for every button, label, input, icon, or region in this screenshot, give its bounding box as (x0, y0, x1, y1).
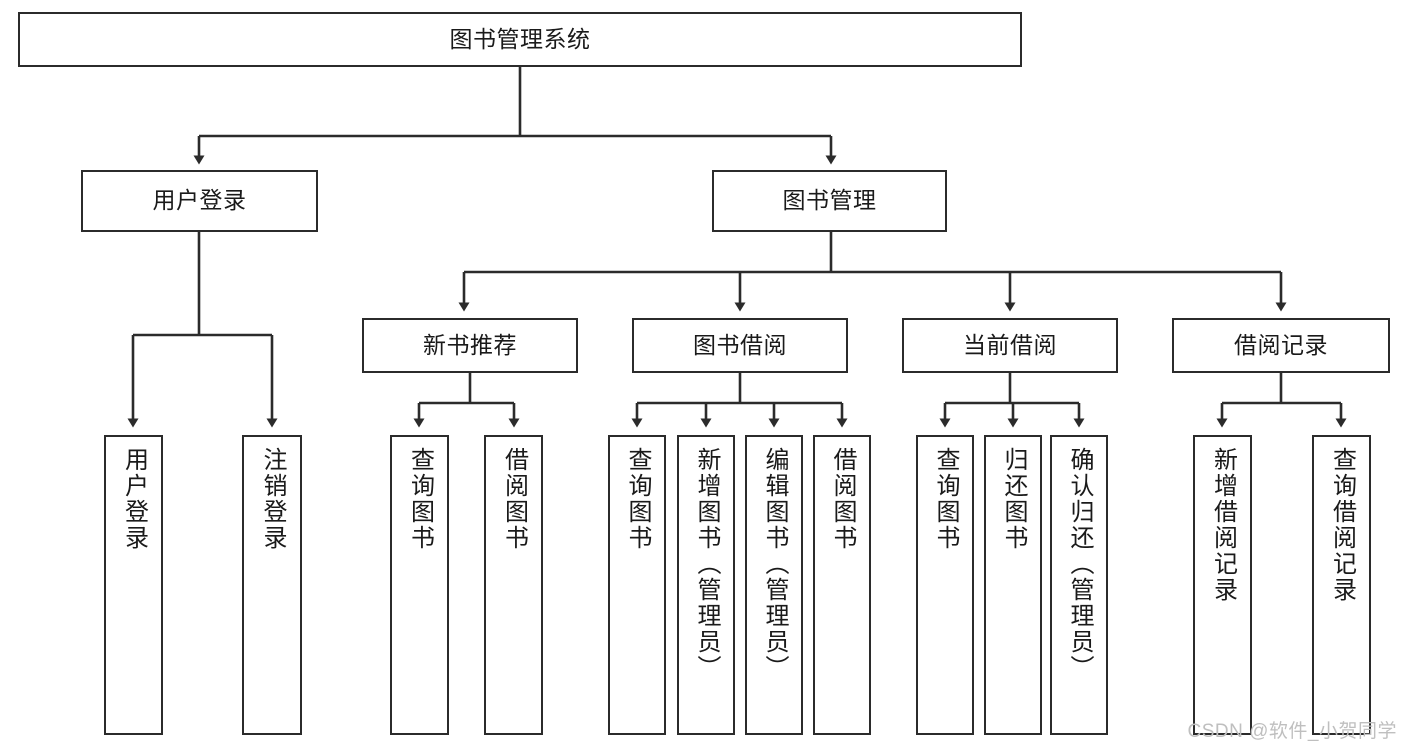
node-label: 图书管理 (782, 187, 877, 214)
leaf-new-book-borrow-book[interactable]: 借阅图书 (484, 435, 543, 735)
leaf-book-borrow-query-book[interactable]: 查询图书 (608, 435, 666, 735)
node-label: 用户登录 (152, 187, 247, 214)
leaf-book-borrow-add-book-admin[interactable]: 新增图书（管理员） (677, 435, 735, 735)
node-label: 编辑图书（管理员） (761, 447, 788, 681)
leaf-user-login-logout[interactable]: 注销登录 (242, 435, 302, 735)
node-label: 查询图书 (406, 447, 434, 551)
node-root-book-management-system[interactable]: 图书管理系统 (18, 12, 1022, 67)
leaf-borrow-record-query-record[interactable]: 查询借阅记录 (1312, 435, 1371, 735)
node-label: 借阅记录 (1234, 331, 1328, 358)
node-label: 新增借阅记录 (1209, 447, 1237, 603)
node-label: 图书管理系统 (449, 25, 591, 52)
node-current-borrow[interactable]: 当前借阅 (902, 318, 1118, 373)
watermark-text: CSDN @软件_小贺同学 (1187, 721, 1397, 742)
node-label: 当前借阅 (963, 331, 1057, 358)
leaf-borrow-record-add-record[interactable]: 新增借阅记录 (1193, 435, 1252, 735)
node-borrow-record[interactable]: 借阅记录 (1172, 318, 1390, 373)
node-label: 借阅图书 (500, 447, 528, 551)
node-user-login[interactable]: 用户登录 (81, 170, 318, 232)
node-book-management[interactable]: 图书管理 (712, 170, 947, 232)
node-label: 新书推荐 (423, 331, 517, 358)
node-label: 借阅图书 (829, 447, 856, 551)
node-label: 新增图书（管理员） (693, 447, 720, 681)
leaf-current-borrow-confirm-return-admin[interactable]: 确认归还（管理员） (1050, 435, 1108, 735)
node-label: 查询图书 (932, 447, 959, 551)
leaf-book-borrow-edit-book-admin[interactable]: 编辑图书（管理员） (745, 435, 803, 735)
node-label: 查询图书 (624, 447, 651, 551)
node-book-borrow[interactable]: 图书借阅 (632, 318, 848, 373)
leaf-book-borrow-borrow-book[interactable]: 借阅图书 (813, 435, 871, 735)
leaf-new-book-query-book[interactable]: 查询图书 (390, 435, 449, 735)
leaf-current-borrow-return-book[interactable]: 归还图书 (984, 435, 1042, 735)
node-label: 确认归还（管理员） (1066, 447, 1093, 681)
node-label: 图书借阅 (693, 331, 787, 358)
leaf-user-login-login[interactable]: 用户登录 (104, 435, 163, 735)
node-label: 查询借阅记录 (1328, 447, 1356, 603)
node-label: 注销登录 (259, 447, 286, 551)
node-label: 归还图书 (1000, 447, 1027, 551)
leaf-current-borrow-query-book[interactable]: 查询图书 (916, 435, 974, 735)
node-new-book-recommend[interactable]: 新书推荐 (362, 318, 578, 373)
node-label: 用户登录 (120, 447, 148, 551)
